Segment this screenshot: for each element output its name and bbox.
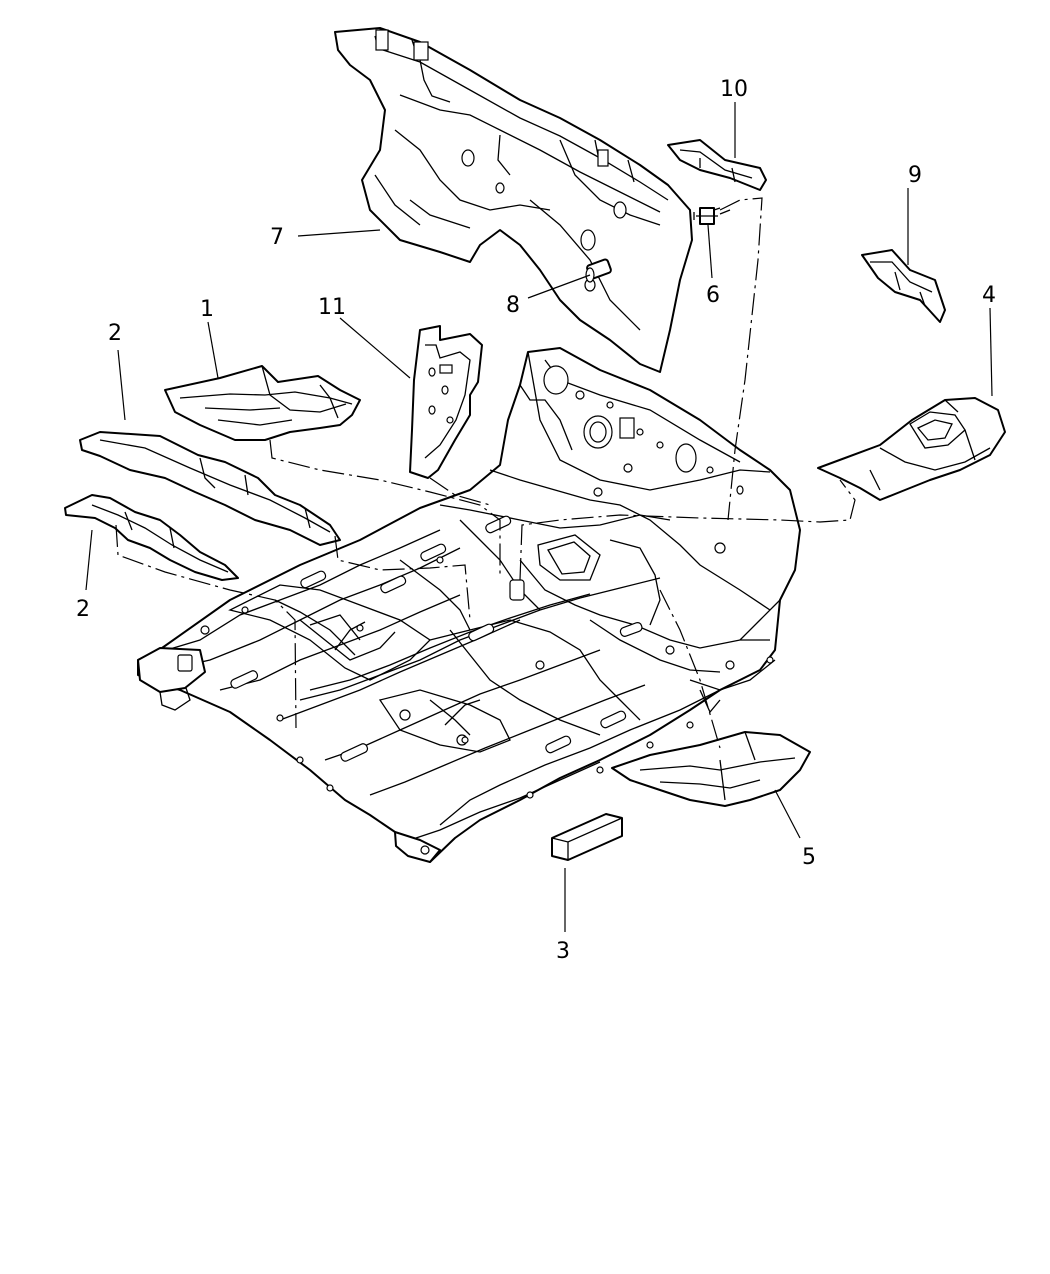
callout-6: 6 <box>706 283 720 308</box>
floor-silencer-part-1 <box>164 365 361 441</box>
block-part-3 <box>551 813 623 861</box>
floor-silencer-part-5 <box>611 731 811 807</box>
insulator-part-9 <box>861 249 946 323</box>
floor-silencer-part-4 <box>817 397 1006 501</box>
callout-2-upper: 2 <box>108 321 122 346</box>
insulator-part-10 <box>667 139 767 191</box>
callout-7: 7 <box>270 225 284 250</box>
dash-silencer-part-7 <box>334 27 693 373</box>
rail-silencer-part-2-lower <box>64 494 239 581</box>
callout-11: 11 <box>318 295 346 320</box>
callout-10: 10 <box>720 77 748 102</box>
installation-dashed-lines <box>115 197 856 749</box>
callout-9: 9 <box>908 163 922 188</box>
callout-4: 4 <box>982 283 996 308</box>
leader-lines <box>85 102 993 932</box>
callout-3: 3 <box>556 939 570 964</box>
rail-silencer-part-2-upper <box>79 431 341 546</box>
callout-5: 5 <box>802 845 816 870</box>
insulator-part-11 <box>409 325 483 479</box>
callout-2-lower: 2 <box>76 597 90 622</box>
push-pin-part-6 <box>693 207 731 225</box>
callout-8: 8 <box>506 293 520 318</box>
callout-1: 1 <box>200 297 214 322</box>
